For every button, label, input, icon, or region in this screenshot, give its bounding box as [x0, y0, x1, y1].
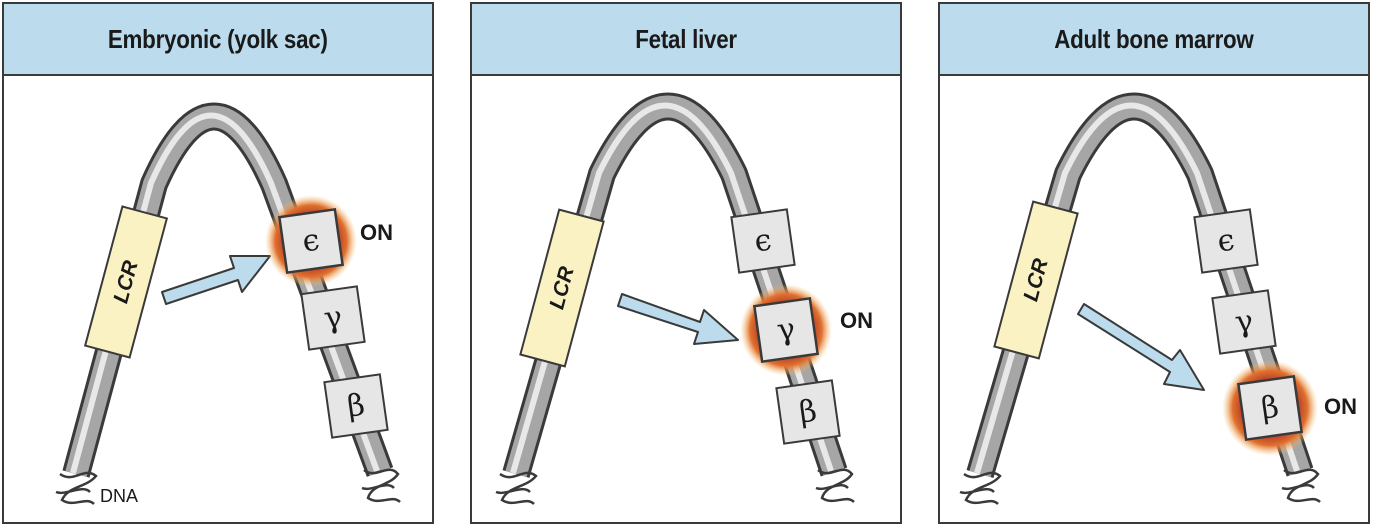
lcr-box: LCR — [519, 208, 605, 368]
dna-strand — [502, 92, 848, 478]
gene-epsilon: ϵ — [730, 208, 796, 274]
on-label: ON — [840, 308, 873, 333]
gene-gamma: γ — [1211, 289, 1277, 355]
gene-beta-label: β — [797, 393, 819, 430]
gene-beta: β — [775, 379, 841, 445]
gene-gamma-label: γ — [322, 299, 345, 336]
panel-fetal-liver: LCR ϵ γ β ON Fetal liver — [470, 2, 902, 524]
dna-strand — [966, 92, 1314, 478]
gene-beta: β — [323, 373, 389, 439]
dna-helix-left — [55, 471, 98, 506]
panel-title: Adult bone marrow — [1054, 23, 1254, 54]
panel-header: Fetal liver — [472, 4, 900, 76]
dna-helix-right — [1281, 468, 1321, 504]
gene-gamma-label: γ — [775, 311, 798, 348]
gene-beta-label: β — [345, 387, 367, 424]
dna-strand — [62, 102, 394, 478]
dna-helix-right — [815, 468, 855, 504]
lcr-box: LCR — [83, 205, 169, 359]
gene-gamma-label: γ — [1233, 303, 1256, 340]
dna-helix-left — [495, 471, 538, 506]
gene-epsilon: ϵ — [277, 207, 345, 275]
lcr-box: LCR — [993, 200, 1079, 360]
panel-title: Embryonic (yolk sac) — [108, 23, 328, 54]
gene-gamma: γ — [752, 296, 820, 364]
fetal-liver-diagram: LCR ϵ γ β ON — [495, 92, 873, 506]
dna-helix-left — [959, 471, 1002, 506]
activation-arrow — [617, 293, 739, 345]
gene-beta-label: β — [1259, 389, 1281, 426]
gene-beta: β — [1236, 374, 1304, 442]
panel-header: Adult bone marrow — [940, 4, 1368, 76]
gene-epsilon-label: ϵ — [752, 223, 774, 260]
panel-adult-bone-marrow: LCR ϵ γ β ON Adult bone marrow — [938, 2, 1370, 524]
dna-label: DNA — [100, 486, 138, 506]
dna-helix-right — [361, 468, 401, 504]
activation-arrow — [1077, 303, 1205, 391]
gene-epsilon-label: ϵ — [1215, 223, 1237, 260]
panel-embryonic: LCR ϵ γ β ON DNA Embryonic (yolk sac) — [2, 2, 434, 524]
gene-epsilon: ϵ — [1193, 208, 1259, 274]
gene-epsilon-label: ϵ — [300, 223, 322, 260]
panel-header: Embryonic (yolk sac) — [4, 4, 432, 76]
on-label: ON — [1324, 394, 1357, 419]
panel-title: Fetal liver — [635, 23, 737, 54]
activation-arrow — [161, 255, 271, 305]
gene-gamma: γ — [300, 285, 366, 351]
on-label: ON — [360, 220, 393, 245]
embryonic-diagram: LCR ϵ γ β ON DNA — [55, 102, 401, 506]
adult-bone-marrow-diagram: LCR ϵ γ β ON — [959, 92, 1357, 506]
